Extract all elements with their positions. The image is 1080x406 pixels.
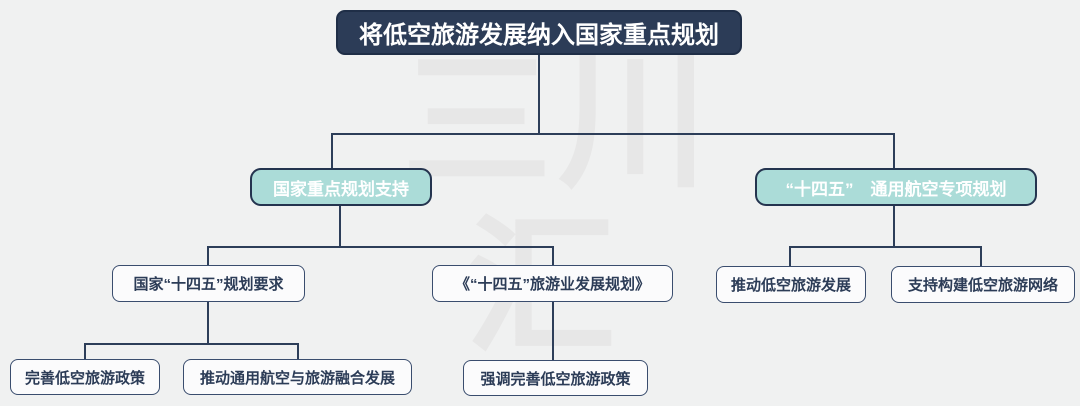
connector-line: [207, 246, 209, 266]
connector-line: [789, 246, 982, 248]
connector-line: [893, 133, 895, 169]
connector-line: [207, 246, 554, 248]
node-national-key-planning-support: 国家重点规划支持: [250, 168, 432, 206]
node-emphasize-improve-policy: 强调完善低空旅游政策: [463, 360, 648, 396]
connector-line: [84, 343, 299, 345]
connector-line: [552, 246, 554, 266]
connector-line: [331, 133, 895, 135]
node-promote-low-altitude-tourism: 推动低空旅游发展: [716, 266, 866, 303]
node-root-title: 将低空旅游发展纳入国家重点规划: [336, 10, 742, 55]
connector-line: [339, 205, 341, 248]
connector-line: [331, 133, 333, 169]
node-support-low-altitude-tourism-network: 支持构建低空旅游网络: [891, 266, 1075, 303]
connector-line: [207, 301, 209, 345]
node-14-5-tourism-development-plan: 《“十四五”旅游业发展规划》: [432, 265, 673, 302]
node-improve-low-altitude-tourism-policy: 完善低空旅游政策: [10, 359, 160, 395]
node-promote-ga-tourism-integration: 推动通用航空与旅游融合发展: [183, 359, 412, 395]
watermark-text: 三川: [402, 33, 715, 209]
connector-line: [84, 343, 86, 360]
node-14-5-general-aviation-plan: “十四五” 通用航空专项规划: [755, 168, 1037, 206]
connector-line: [297, 343, 299, 360]
connector-line: [893, 205, 895, 248]
connector-line: [552, 301, 554, 361]
connector-line: [789, 246, 791, 267]
connector-line: [980, 246, 982, 267]
node-national-14-5-plan-requirements: 国家“十四五”规划要求: [112, 265, 305, 302]
connector-line: [538, 55, 540, 134]
